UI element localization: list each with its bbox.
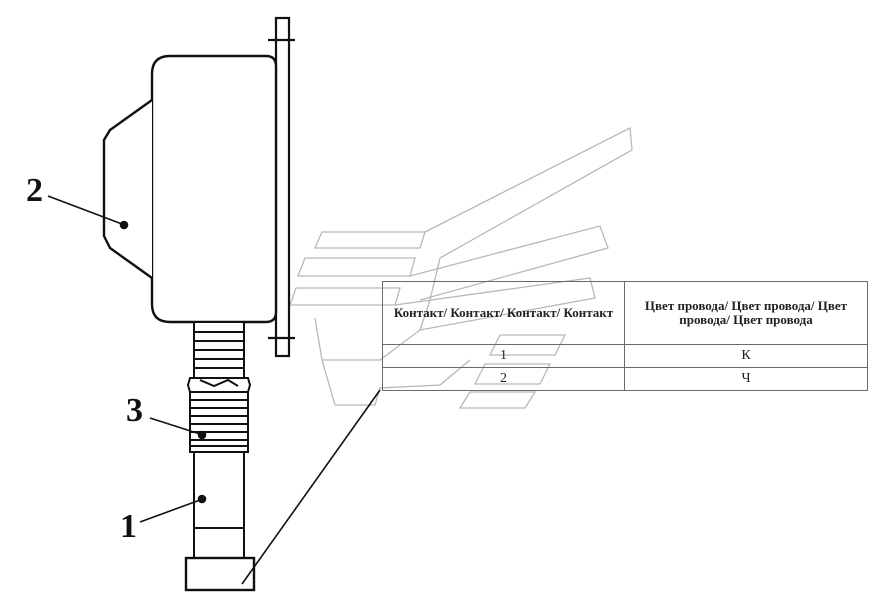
header-contact: Контакт/ Контакт/ Контакт/ Контакт bbox=[382, 281, 625, 345]
sensor-housing bbox=[102, 54, 278, 324]
callout-part-2: 2 bbox=[26, 172, 43, 209]
pin-color-table: Контакт/ Контакт/ Контакт/ Контакт Цвет … bbox=[382, 281, 868, 391]
pin-number-cell: 1 bbox=[382, 344, 625, 368]
table-row: 2 Ч bbox=[382, 367, 868, 391]
cable bbox=[193, 451, 245, 559]
table-header-row: Контакт/ Контакт/ Контакт/ Контакт Цвет … bbox=[382, 281, 868, 345]
pin-number-cell: 2 bbox=[382, 367, 625, 391]
header-wire-color: Цвет провода/ Цвет провода/ Цвет провода… bbox=[624, 281, 868, 345]
wire-color-cell: Ч bbox=[624, 367, 868, 391]
table-row: 1 К bbox=[382, 344, 868, 368]
callout-part-1: 1 bbox=[120, 508, 137, 545]
callout-part-3: 3 bbox=[126, 392, 143, 429]
connector bbox=[184, 556, 256, 592]
corrugated-sleeve bbox=[186, 377, 252, 453]
cable-grommet bbox=[193, 321, 245, 379]
leader-lines bbox=[47, 195, 381, 585]
wire-color-cell: К bbox=[624, 344, 868, 368]
